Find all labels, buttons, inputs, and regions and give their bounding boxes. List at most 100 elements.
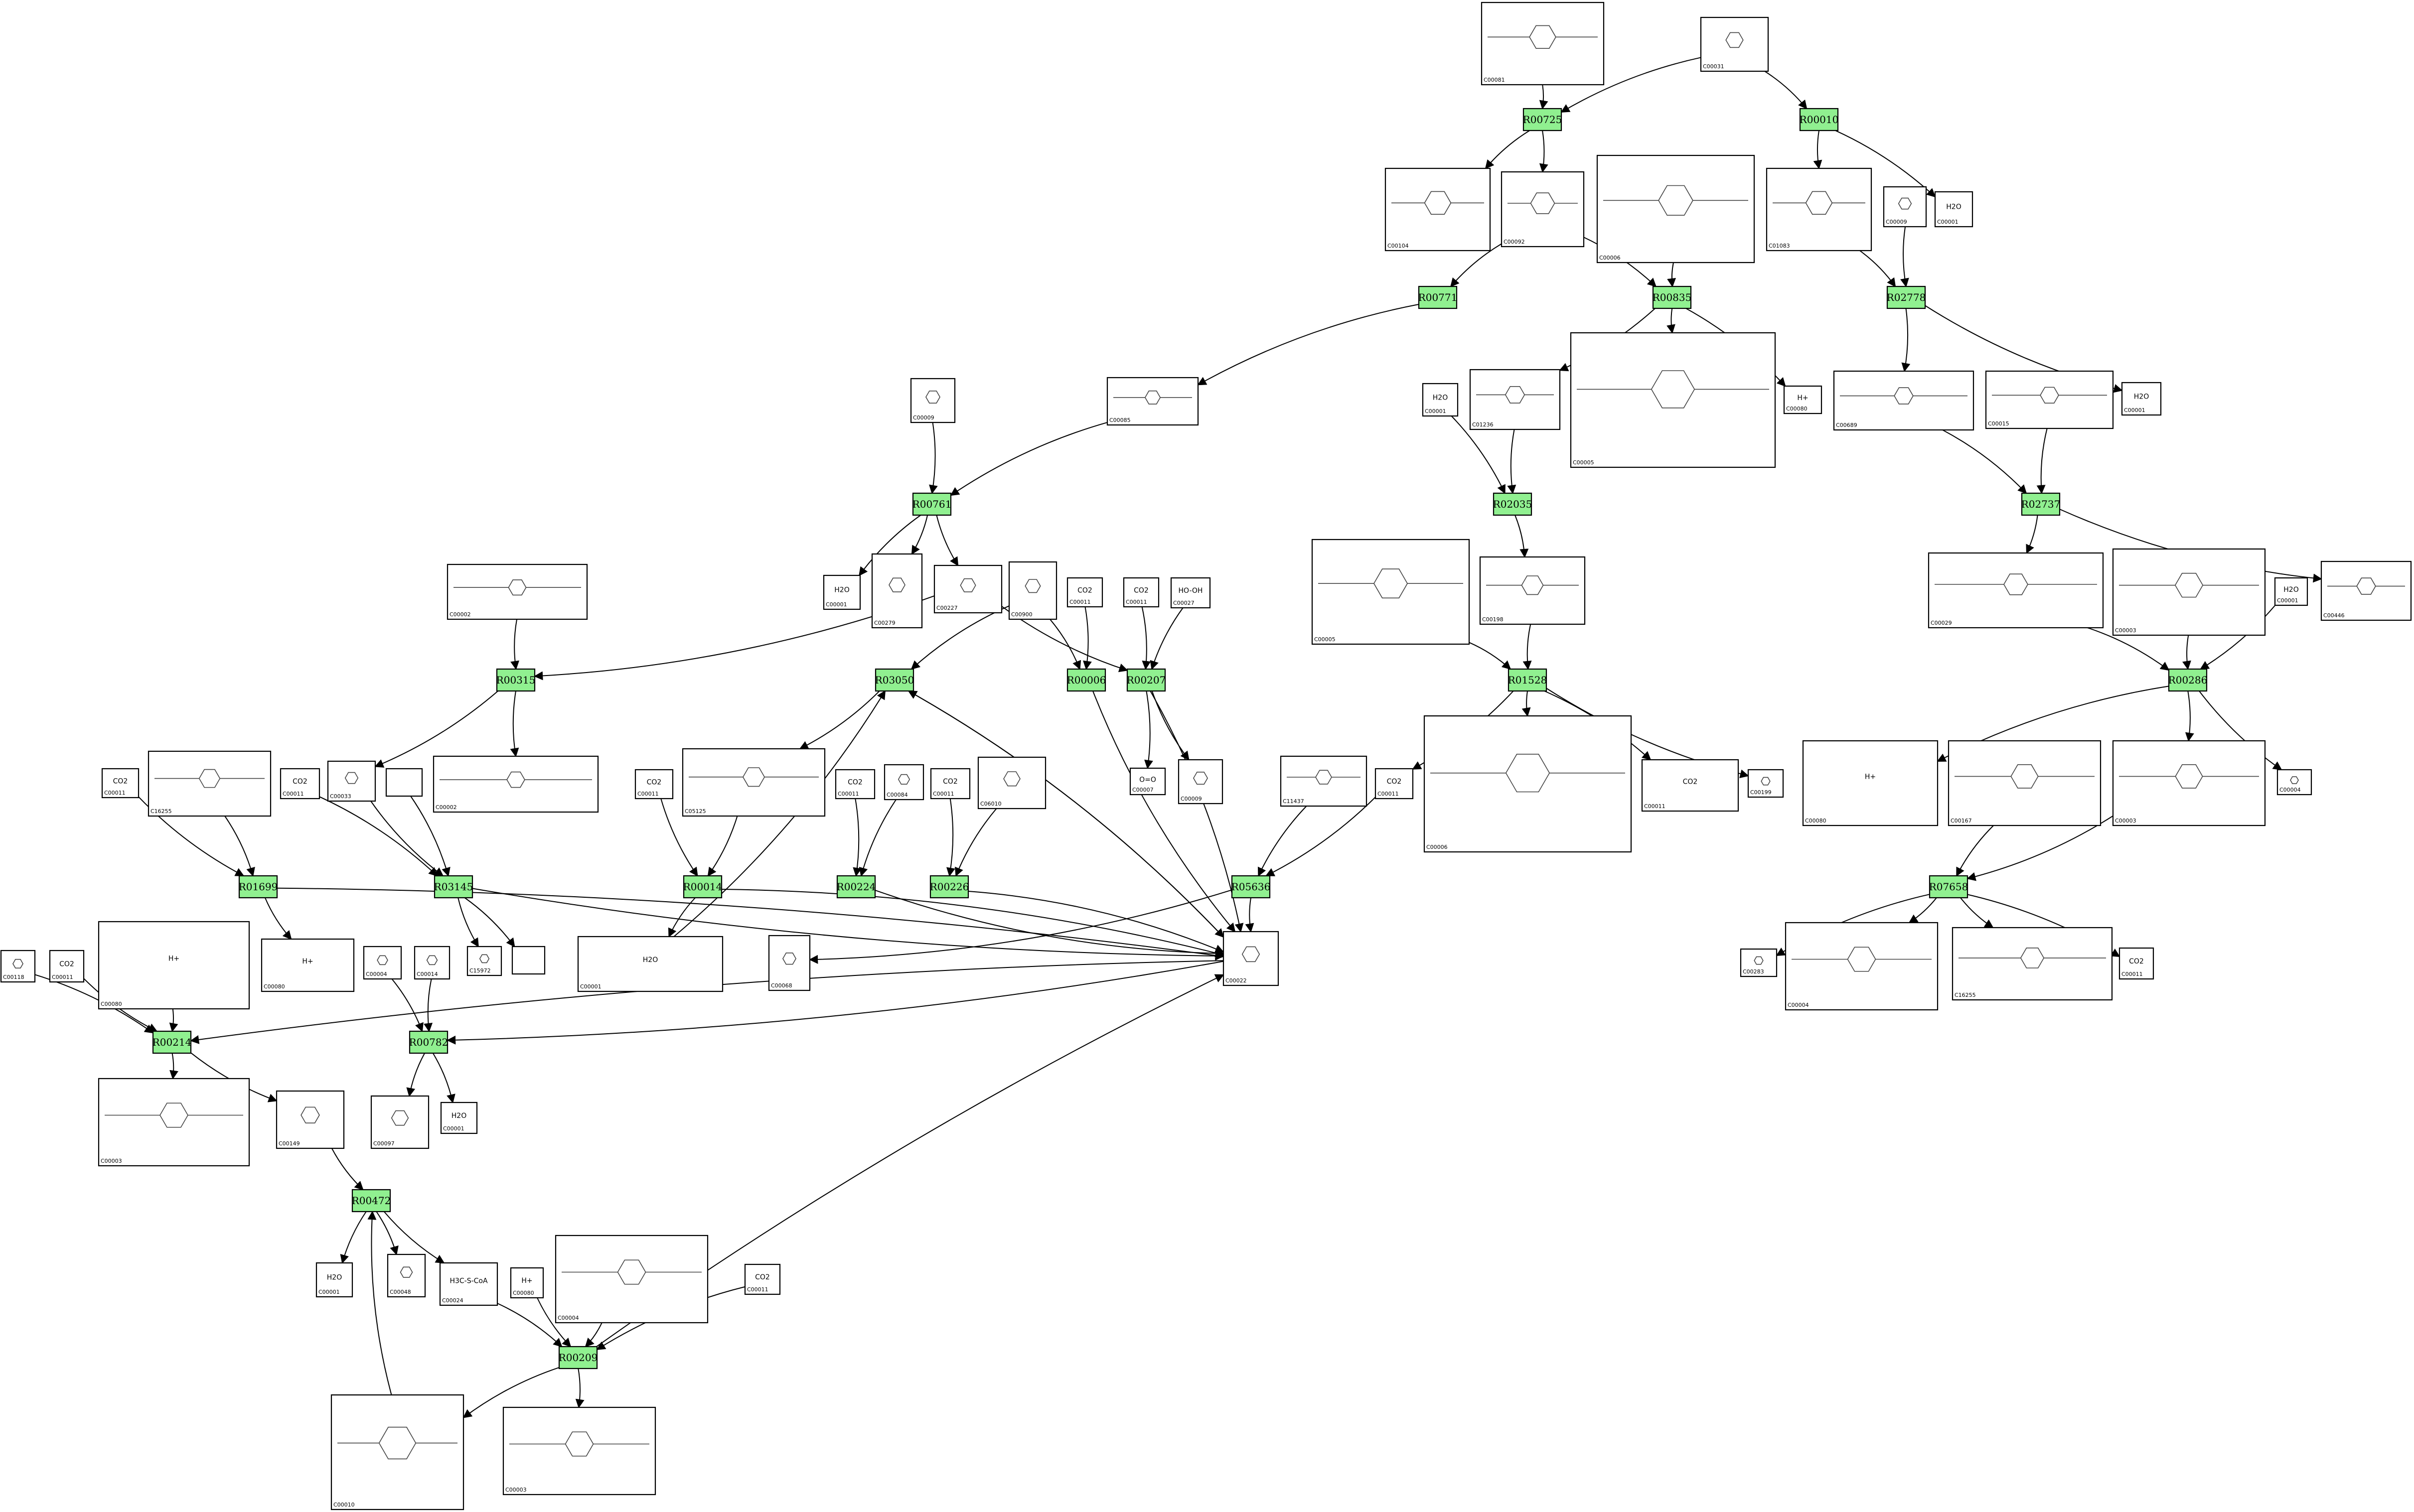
compound-node[interactable]: C00003 [502,1406,656,1496]
reaction-node-R00214[interactable]: R00214 [152,1030,192,1054]
compound-node[interactable]: C00009 [1178,759,1223,805]
compound-node[interactable]: C00279 [871,553,923,629]
reaction-node-R01699[interactable]: R01699 [239,875,278,899]
compound-node[interactable]: C00029 [1928,552,2104,629]
reaction-node-R00014[interactable]: R00014 [683,875,723,899]
compound-node[interactable]: C01236 [1469,369,1561,430]
compound-node[interactable]: C00006 [1423,715,1632,853]
compound-node[interactable]: C01083 [1766,167,1872,252]
compound-node[interactable]: C00003 [98,1078,250,1167]
reaction-node-R02035[interactable]: R02035 [1493,492,1532,516]
compound-node[interactable]: C00003 [2112,548,2266,636]
compound-node[interactable]: C11437 [1280,755,1367,807]
compound-node[interactable]: C00084 [884,764,924,801]
reaction-node-R00835[interactable]: R00835 [1653,285,1692,309]
compound-node[interactable]: C00015 [1985,370,2114,429]
compound-node[interactable]: H+C00080 [261,938,355,992]
compound-node[interactable]: C00010 [330,1394,464,1511]
compound-node[interactable]: C00104 [1384,167,1491,252]
compound-node[interactable]: C00199 [1747,769,1784,798]
compound-node[interactable]: C00005 [1570,332,1776,468]
reaction-node-R03145[interactable]: R03145 [434,875,473,899]
compound-node[interactable]: C00014 [414,946,451,980]
compound-node[interactable]: C00118 [0,950,36,983]
compound-node[interactable]: C15972 [466,946,502,976]
reaction-node-R02737[interactable]: R02737 [2021,492,2061,516]
compound-node[interactable]: C00149 [276,1090,345,1149]
compound-node[interactable]: C06010 [977,756,1047,810]
compound-node[interactable]: C00004 [1785,922,1939,1011]
compound-node[interactable]: C00031 [1700,16,1769,72]
compound-node[interactable]: C00009 [1883,186,1927,228]
compound-node[interactable]: C05125 [682,748,826,817]
compound-node[interactable]: C00002 [433,755,599,813]
compound-node[interactable]: C00004 [2276,769,2312,796]
reaction-node-R00010[interactable]: R00010 [1800,108,1839,132]
compound-node[interactable]: C00167 [1948,740,2102,826]
compound-node[interactable]: C00446 [2320,560,2412,621]
compound-node[interactable]: C00033 [327,760,376,802]
reaction-node-R05636[interactable]: R05636 [1231,875,1271,899]
compound-node[interactable]: C00081 [1481,1,1605,86]
compound-node[interactable]: C00048 [387,1253,426,1298]
compound-node[interactable]: H+C00080 [98,921,250,1010]
compound-node[interactable]: C16255 [148,750,272,817]
reaction-node-R00226[interactable]: R00226 [930,875,969,899]
reaction-node-R00472[interactable]: R00472 [352,1189,391,1213]
compound-node[interactable]: H+C00080 [1783,385,1822,414]
reaction-node-R00315[interactable]: R00315 [496,668,536,692]
reaction-node-R00782[interactable]: R00782 [409,1030,449,1054]
reaction-node-R00006[interactable]: R00006 [1067,668,1106,692]
compound-node[interactable]: C00004 [363,946,402,980]
compound-node[interactable]: C00003 [2112,740,2266,826]
compound-node[interactable] [511,946,546,975]
reaction-node-R00771[interactable]: R00771 [1418,285,1458,309]
reaction-node-R07658[interactable]: R07658 [1929,875,1968,899]
compound-node[interactable]: H+C00080 [1802,740,1939,826]
reaction-node-R01528[interactable]: R01528 [1508,668,1547,692]
reaction-node-R00286[interactable]: R00286 [2168,668,2208,692]
reaction-node-R00761[interactable]: R00761 [912,492,952,516]
compound-node[interactable]: H+C00080 [510,1267,544,1299]
compound-node[interactable] [385,768,423,797]
compound-node[interactable]: C00227 [933,564,1003,614]
compound-node[interactable]: C00002 [447,563,588,620]
reaction-node-R00209[interactable]: R00209 [559,1346,598,1370]
compound-node[interactable]: C00005 [1311,539,1470,645]
compound-node[interactable]: C00283 [1740,948,1778,977]
compound-node[interactable]: C00022 [1222,931,1279,986]
compound-node[interactable]: C00068 [768,935,811,991]
compound-node[interactable]: C16255 [1952,927,2113,1001]
compound-node[interactable]: C00092 [1501,171,1585,248]
reaction-node-R03050[interactable]: R03050 [875,668,914,692]
compound-node[interactable]: C00198 [1479,556,1586,625]
compound-node[interactable]: C00004 [555,1235,709,1324]
reaction-node-R00224[interactable]: R00224 [837,875,876,899]
compound-node[interactable]: C00900 [1008,561,1057,620]
compound-node[interactable]: C00085 [1106,377,1199,426]
compound-node[interactable]: C00097 [370,1095,430,1149]
